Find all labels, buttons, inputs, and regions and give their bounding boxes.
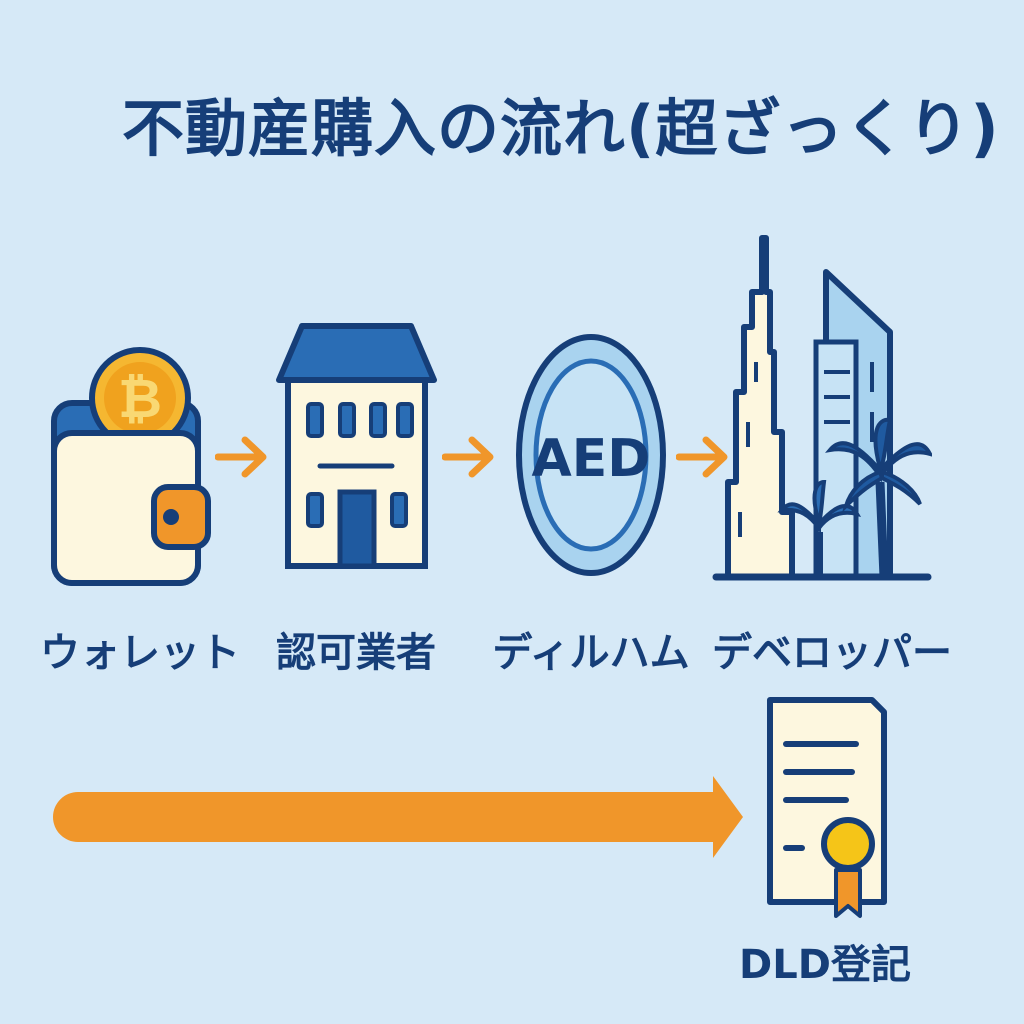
page-title: 不動産購入の流れ(超ざっくり) (122, 92, 1000, 165)
step-label-dld-registration: DLD登記 (739, 942, 911, 988)
big-arrow-right-icon (53, 776, 743, 858)
building-icon (276, 323, 437, 569)
certificate-icon (767, 697, 887, 918)
city-skyline-icon (712, 235, 932, 581)
arrow-right-icon (442, 436, 494, 478)
step-label-wallet: ウォレット (40, 630, 240, 676)
arrow-right-icon (215, 436, 267, 478)
step-label-developer: デベロッパー (712, 630, 952, 676)
arrow-right-icon (676, 436, 728, 478)
aed-coin-icon: AED (516, 334, 666, 576)
step-label-licensed-agent: 認可業者 (276, 630, 436, 676)
bitcoin-symbol: ₿ (118, 367, 162, 430)
wallet-bitcoin-icon: ₿ (51, 347, 211, 586)
step-label-dirham: ディルハム (492, 630, 690, 676)
aed-text: AED (532, 429, 651, 489)
